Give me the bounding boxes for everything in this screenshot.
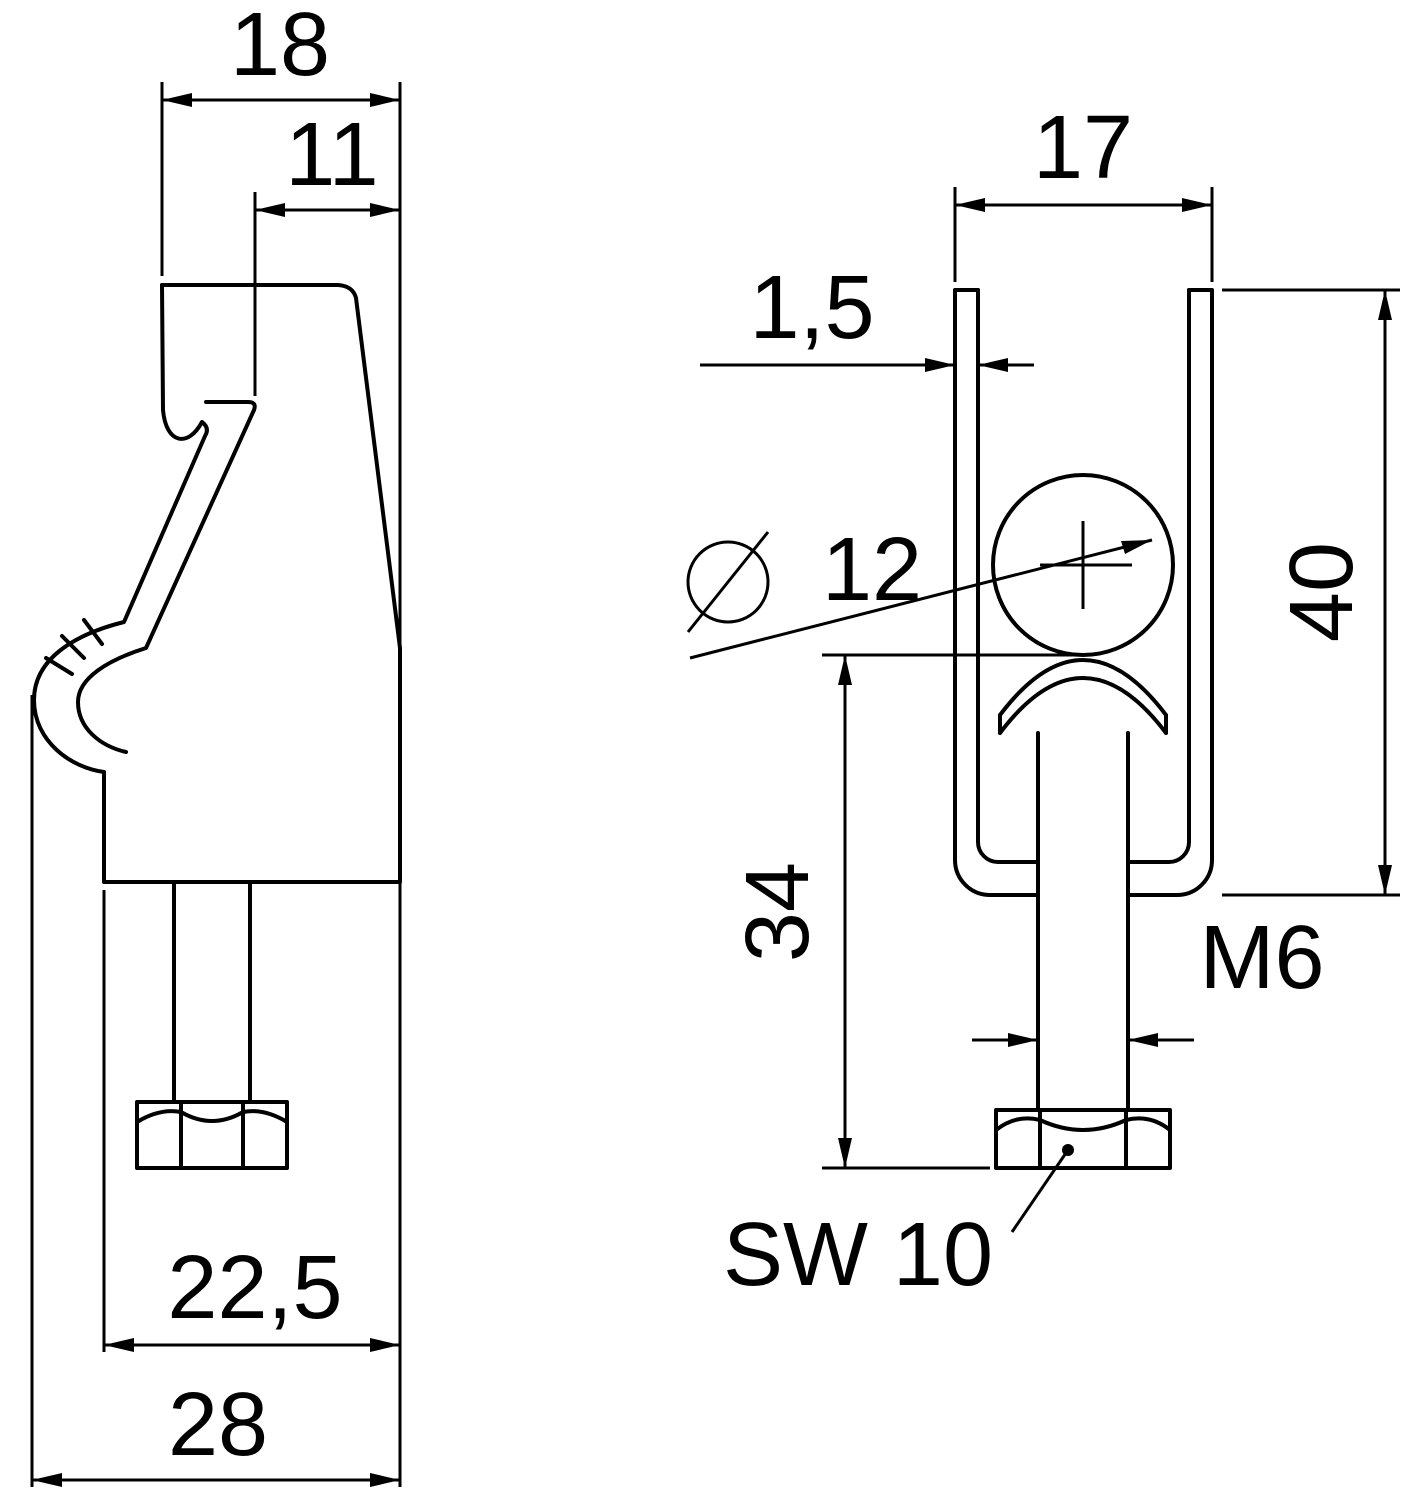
side-outline-bulge-hook	[32, 283, 209, 774]
arrowhead	[1182, 198, 1212, 212]
dim-clamp-range-label: 34	[728, 862, 828, 962]
arrowhead	[925, 358, 955, 372]
arrowhead	[1121, 540, 1152, 554]
front-bolt-shank	[1036, 731, 1130, 1112]
dim-wrench-size: SW 10	[723, 1144, 1074, 1305]
diameter-symbol-slash	[686, 531, 770, 633]
arrowhead	[978, 358, 1008, 372]
dim-overall-width-label: 28	[168, 1375, 268, 1475]
bend-tick	[60, 634, 86, 660]
dim-body-width: 22,5	[102, 890, 400, 1352]
u-channel-outer	[953, 288, 1214, 897]
arrowhead	[104, 1338, 134, 1352]
arrowhead	[1128, 1033, 1158, 1047]
arrowhead	[370, 203, 400, 217]
clamp-saddle	[998, 658, 1168, 735]
arrowhead	[32, 1473, 62, 1487]
arrowhead	[1008, 1033, 1038, 1047]
arrowhead	[162, 93, 192, 107]
dim-height: 40	[1222, 288, 1400, 897]
arrowhead	[1378, 290, 1392, 320]
dim-lip-width: 11	[253, 105, 400, 396]
dim-top-width: 18	[160, 0, 402, 1487]
arrowhead	[955, 198, 985, 212]
bend-tick	[44, 656, 74, 676]
dim-clamp-diameter: 12	[686, 520, 1153, 660]
leader-line	[1010, 1149, 1070, 1233]
diameter-symbol-icon	[686, 540, 770, 624]
front-view: 17 1,5 12 40	[686, 98, 1400, 1305]
dim-lip-width-label: 11	[285, 105, 378, 205]
dim-thread-size-label: M6	[1199, 908, 1324, 1008]
dim-wall-thickness-label: 1,5	[749, 258, 874, 358]
dim-clamp-range: 34	[728, 653, 1076, 1170]
dim-overall-width: 28	[30, 695, 400, 1487]
dim-outer-width: 17	[953, 98, 1214, 282]
side-outline-lip-inner	[76, 400, 257, 754]
dim-thread-size: M6	[972, 908, 1325, 1047]
side-outline-main	[102, 283, 402, 884]
dim-outer-width-label: 17	[1033, 98, 1133, 198]
side-view-part	[32, 283, 402, 1170]
dim-body-width-label: 22,5	[167, 1238, 342, 1338]
arrowhead	[838, 655, 852, 685]
front-view-part	[953, 288, 1214, 1170]
arrowhead	[370, 1473, 400, 1487]
side-bolt-shank	[172, 880, 252, 1104]
dim-wrench-size-label: SW 10	[723, 1205, 993, 1305]
arrowhead	[370, 1338, 400, 1352]
bend-tick	[82, 618, 104, 646]
arrowhead	[1378, 865, 1392, 895]
u-channel-inner	[976, 288, 1191, 864]
cable-circle	[991, 473, 1175, 657]
arrowhead	[838, 1138, 852, 1168]
dim-wall-thickness: 1,5	[700, 258, 1034, 372]
dim-height-label: 40	[1272, 542, 1372, 642]
dim-top-width-label: 18	[230, 0, 330, 95]
arrowhead	[370, 93, 400, 107]
arrowhead	[255, 203, 285, 217]
side-hex-head-chamfer	[135, 1109, 289, 1124]
side-view: 18 11 22,5 28	[30, 0, 402, 1487]
leader-dot	[1062, 1144, 1074, 1156]
front-hex-head-chamfer	[994, 1116, 1172, 1132]
dim-clamp-diameter-label: 12	[822, 520, 922, 620]
leader-line	[689, 538, 1153, 660]
